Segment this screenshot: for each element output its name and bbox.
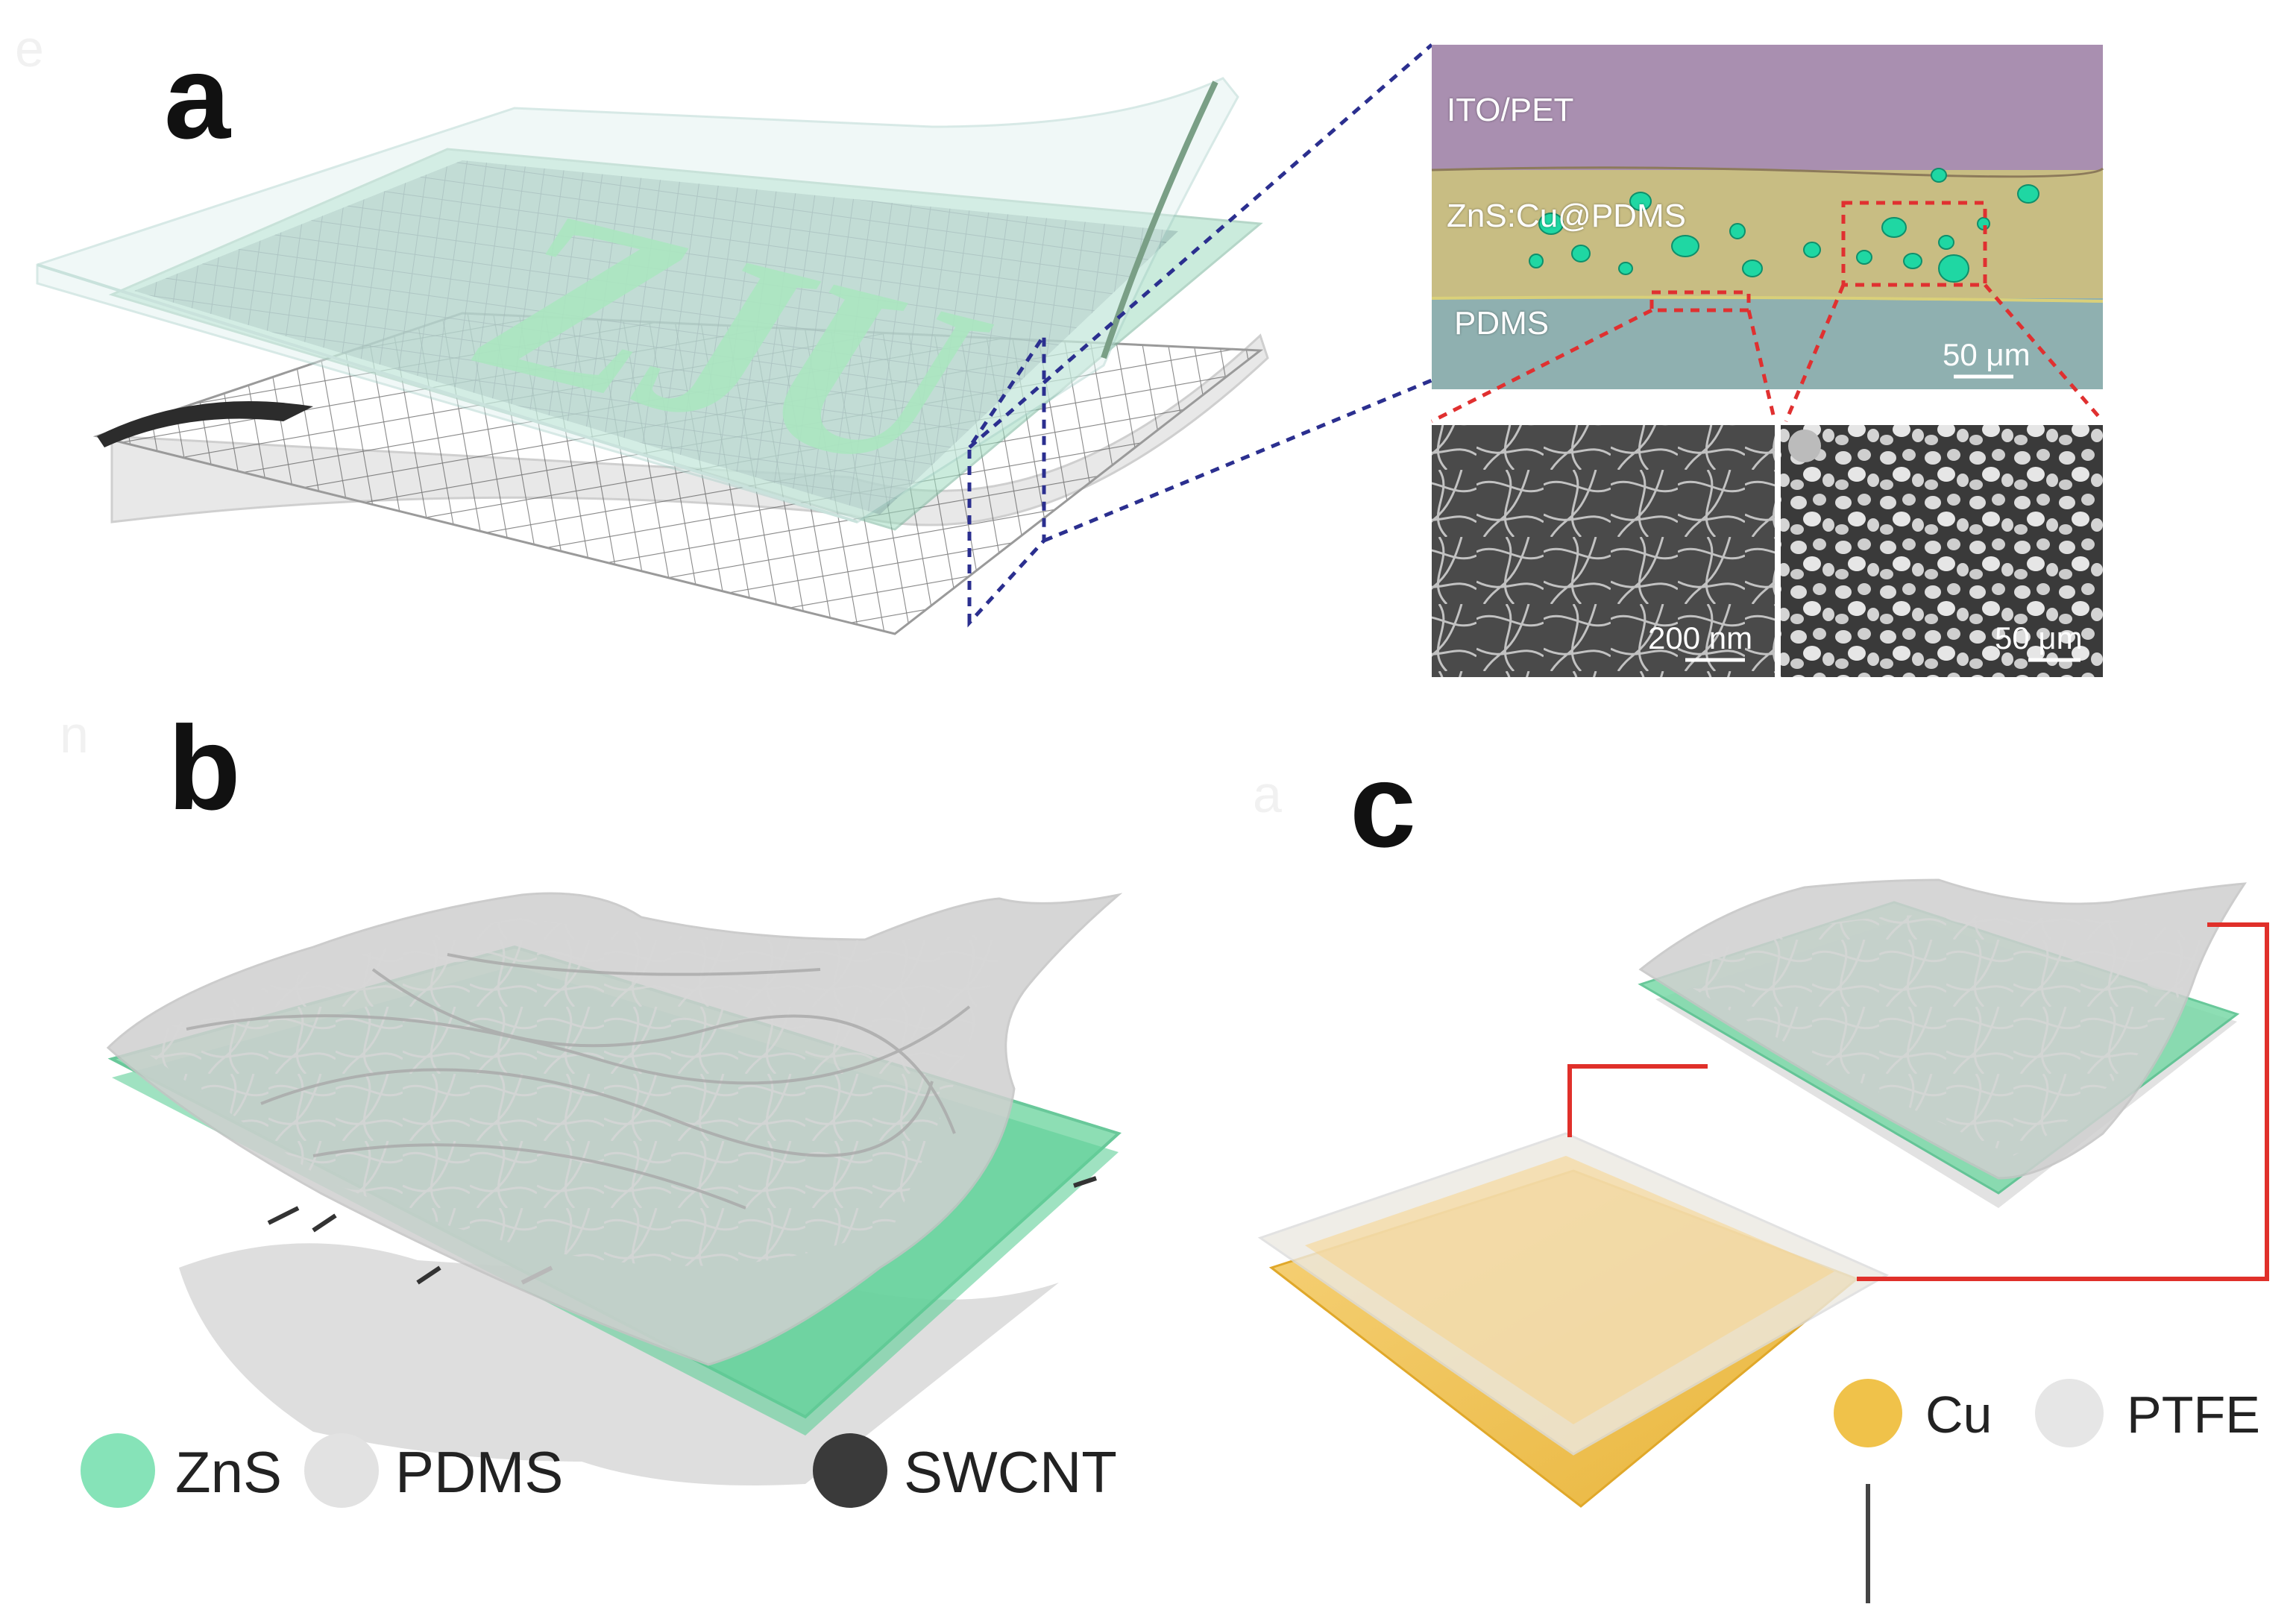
legend-dot-pdms: [304, 1433, 379, 1508]
device-c: [1257, 878, 2269, 1603]
sem-cross-section: [1430, 45, 2104, 424]
legend-label-ptfe: PTFE: [2127, 1386, 2260, 1444]
legend-dot-swcnt: [813, 1433, 887, 1508]
electrode-grid-layer: [134, 160, 1178, 515]
legend-dot-cu: [1834, 1379, 1902, 1447]
panel-label-c: c: [1350, 738, 1416, 872]
ghost-letter-n: n: [60, 705, 89, 764]
device-b: [106, 892, 1123, 1485]
legend-dot-zns: [81, 1433, 155, 1508]
sem-label-pdms: PDMS: [1454, 305, 1550, 342]
legend-dot-ptfe: [2035, 1379, 2104, 1447]
panel-label-b: b: [168, 701, 241, 834]
scale-bar-swcnt: 200 nm: [1648, 620, 1753, 655]
legend-label-zns: ZnS: [175, 1439, 283, 1505]
sem-inset-swcnt: [1432, 425, 1775, 677]
legend-label-swcnt: SWCNT: [904, 1439, 1117, 1505]
legend-label-pdms: PDMS: [395, 1439, 564, 1505]
scale-bar-cross-section: 50 μm: [1943, 337, 2031, 372]
ghost-letter-e: e: [15, 19, 44, 78]
sem-inset-zns: [1781, 425, 2103, 677]
ghost-letter-a: a: [1253, 765, 1282, 823]
top-transparent-film: [36, 77, 1239, 523]
panel-label-a: a: [164, 30, 230, 163]
scale-bar-zns: 50 μm: [1995, 620, 2083, 655]
device-stack-a: ZJU: [36, 77, 1269, 635]
legend-label-cu: Cu: [1925, 1386, 1993, 1444]
circuit-wires: [1567, 922, 2269, 1281]
sem-label-ito-pet: ITO/PET: [1447, 92, 1574, 128]
sem-label-zns-cu-pdms: ZnS:Cu@PDMS: [1447, 198, 1686, 234]
zoom-lines: [967, 43, 1433, 628]
